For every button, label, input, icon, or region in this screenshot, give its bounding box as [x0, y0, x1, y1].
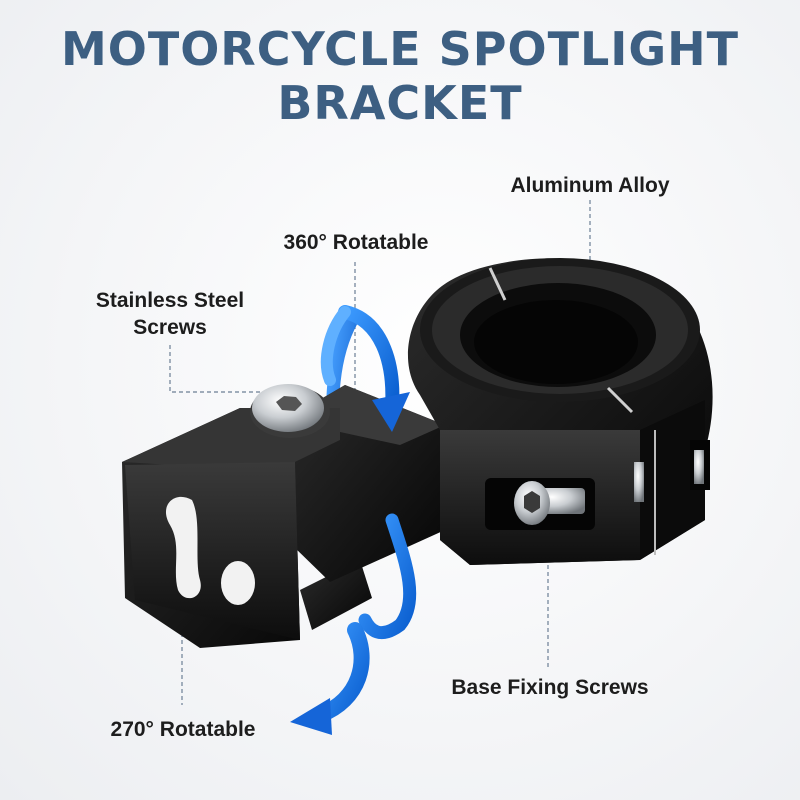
title-line-2: BRACKET [277, 76, 523, 130]
leader-stainless [169, 345, 262, 393]
rotation-arrow-360 [320, 305, 417, 640]
title-line-1: MOTORCYCLE SPOTLIGHT [60, 22, 740, 76]
stainless-steel-screw [250, 384, 330, 438]
callout-360-rotatable: 360° Rotatable [283, 231, 429, 254]
product-title: MOTORCYCLE SPOTLIGHT BRACKET [0, 22, 800, 130]
callout-270-rotatable: 270° Rotatable [110, 718, 256, 741]
callout-stainless-steel-screws: Stainless Steel Screws [70, 287, 270, 341]
lower-arm [300, 560, 372, 630]
callout-stainless-line-2: Screws [133, 316, 207, 339]
callout-aluminum-alloy: Aluminum Alloy [510, 174, 670, 197]
callout-stainless-line-1: Stainless Steel [95, 289, 245, 312]
callout-base-fixing-screws: Base Fixing Screws [451, 676, 649, 699]
clamp-ring [407, 258, 713, 565]
rotation-arrow-270 [290, 622, 370, 735]
base-fixing-screw [514, 450, 704, 525]
